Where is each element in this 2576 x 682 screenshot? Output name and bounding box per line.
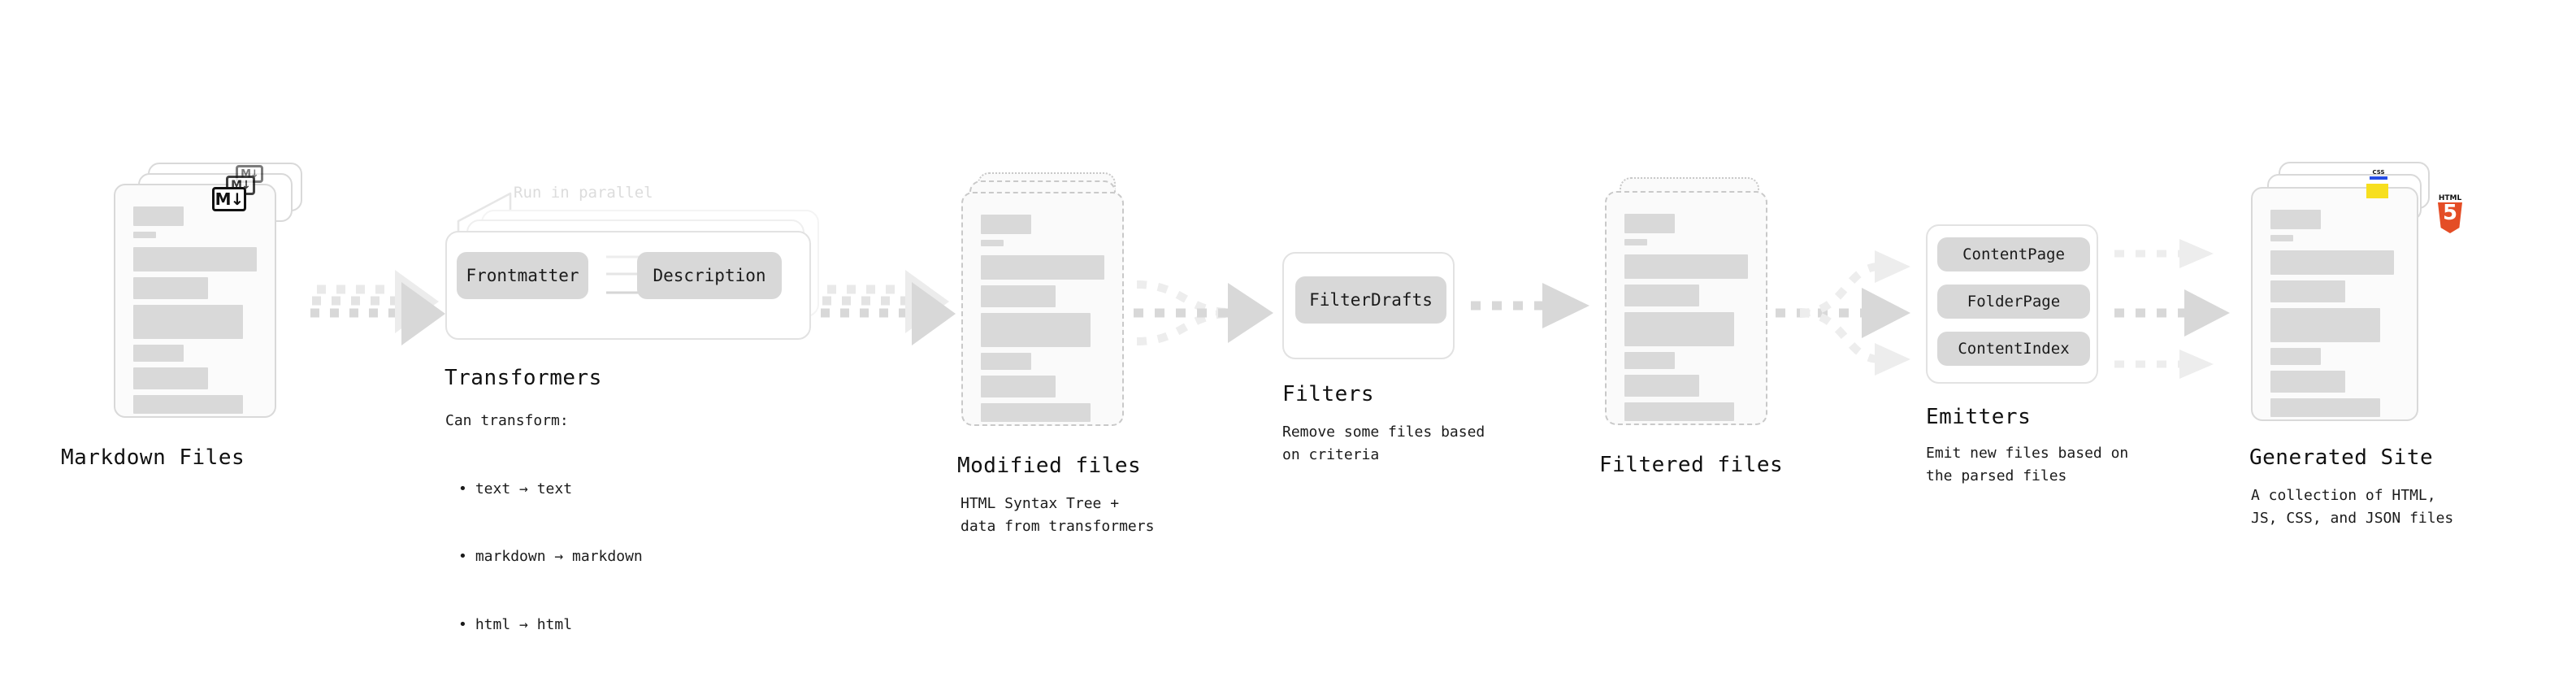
plugin-chip-filterdrafts[interactable]: FilterDrafts	[1295, 276, 1446, 324]
stage-subtitle-modified-files: HTML Syntax Tree + data from transformer…	[961, 495, 1155, 535]
generated-file-stack: CSS HTML 5	[2251, 162, 2462, 423]
stage-filters: FilterDrafts Filters Remove some files b…	[1282, 252, 1485, 463]
plugin-chip-contentindex[interactable]: ContentIndex	[1937, 332, 2090, 366]
stage-subtitle-filters: Remove some files based on criteria	[1282, 424, 1485, 463]
stage-title-markdown-files: Markdown Files	[61, 445, 245, 470]
arrow-modified-files-to-filters	[1134, 280, 1273, 345]
stage-title-filtered-files: Filtered files	[1599, 453, 1784, 477]
plugin-chip-contentpage[interactable]: ContentPage	[1937, 237, 2090, 271]
stage-modified-files: Modified files HTML Syntax Tree + data f…	[957, 172, 1154, 535]
css-icon-label: CSS	[2372, 169, 2385, 176]
file-content-lines	[133, 206, 258, 419]
stage-subtitle-generated-site: A collection of HTML, JS, CSS, and JSON …	[2251, 487, 2454, 527]
list-item: text → text	[458, 478, 643, 501]
markdown-icon-mid: M↓	[226, 176, 255, 195]
stage-title-transformers: Transformers	[445, 366, 602, 390]
file-sheet-front	[114, 184, 276, 418]
stage-title-modified-files: Modified files	[957, 454, 1142, 478]
html5-icon: HTML 5	[2353, 195, 2548, 233]
file-sheet-front	[2251, 187, 2418, 421]
stage-title-filters: Filters	[1282, 382, 1375, 406]
stage-filtered-files: Filtered files	[1599, 177, 1784, 477]
run-in-parallel-label: Run in parallel	[514, 184, 653, 202]
arrow-emitters-to-generated-site	[2114, 239, 2230, 379]
markdown-icon-front: M↓	[212, 187, 246, 211]
file-content-lines	[981, 215, 1106, 428]
modified-file-stack	[961, 172, 1140, 445]
plugin-chip-folderpage[interactable]: FolderPage	[1937, 285, 2090, 319]
file-sheet-front	[961, 192, 1124, 426]
file-content-lines	[1624, 214, 1750, 427]
arrow-markdown-to-transformers	[310, 270, 445, 345]
stage-title-emitters: Emitters	[1926, 405, 2032, 429]
arrow-filtered-files-to-emitters	[1776, 250, 1910, 376]
plugin-chip-description[interactable]: Description	[637, 252, 782, 299]
list-item: html → html	[458, 614, 643, 636]
stage-title-generated-site: Generated Site	[2249, 445, 2434, 470]
stage-subtitle-emitters: Emit new files based on the parsed files	[1926, 445, 2129, 484]
list-item: markdown → markdown	[458, 545, 643, 568]
filter-box: FilterDrafts	[1282, 252, 1455, 359]
file-sheet-front	[1605, 191, 1767, 425]
stage-emitters: ContentPage FolderPage ContentIndex Emit…	[1926, 224, 2128, 484]
transformer-capability-list: text → text markdown → markdown html → h…	[458, 432, 643, 682]
html5-icon-shield: 5	[2438, 202, 2462, 233]
plugin-chip-frontmatter[interactable]: Frontmatter	[457, 252, 588, 299]
arrow-transformers-to-modified-files	[821, 270, 956, 345]
arrow-filters-to-filtered-files	[1471, 283, 1589, 328]
emitter-box: ContentPage FolderPage ContentIndex	[1926, 224, 2098, 384]
stage-generated-site: CSS HTML 5 Generated Site A collection o…	[2249, 162, 2462, 527]
stage-markdown-files: M↓ M↓ M↓ Markdown Files	[61, 163, 309, 470]
filtered-file-stack	[1605, 177, 1784, 449]
transformer-box-front: Frontmatter Description	[445, 231, 811, 340]
file-content-lines	[2270, 210, 2400, 423]
css-icon: CSS	[2370, 170, 2387, 180]
html5-icon-label: HTML	[2438, 194, 2462, 202]
stage-subtitle-transformers: Can transform:	[445, 412, 569, 429]
css-icon-bar	[2370, 176, 2387, 180]
js-icon	[2366, 184, 2388, 198]
markdown-file-stack: M↓ M↓ M↓	[114, 163, 309, 423]
